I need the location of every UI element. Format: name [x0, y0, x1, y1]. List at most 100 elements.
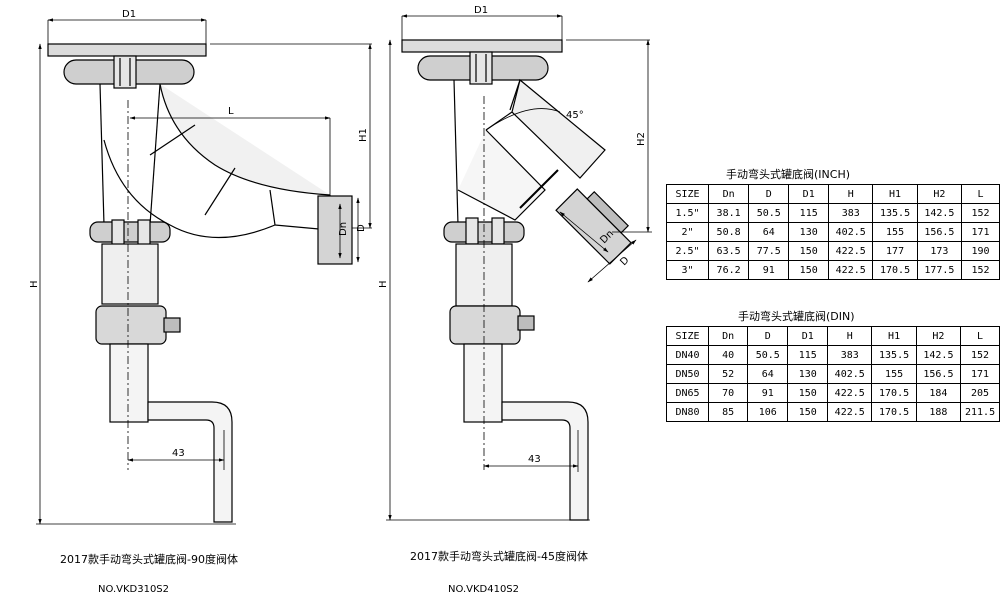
- table-cell: 150: [788, 260, 830, 280]
- table-cell: 1.5": [665, 203, 710, 223]
- table-cell: 115: [788, 203, 830, 223]
- table-cell: 150: [787, 383, 829, 403]
- table-cell: 383: [828, 203, 874, 223]
- valve-45-branch: [511, 78, 606, 179]
- valve-45-outlet: [555, 188, 632, 265]
- table-cell: 40: [708, 345, 749, 365]
- dim-d-90: D: [356, 224, 367, 232]
- table-header-cell: D1: [788, 184, 830, 204]
- table-inch-title: 手动弯头式罐底阀(INCH): [726, 168, 851, 181]
- table-cell: 422.5: [827, 383, 873, 403]
- table-cell: 173: [916, 241, 963, 261]
- table-cell: 64: [748, 222, 790, 242]
- table-header-cell: D: [747, 326, 789, 346]
- table-cell: 130: [787, 364, 829, 384]
- table-cell: 171: [961, 222, 1000, 242]
- table-din-title: 手动弯头式罐底阀(DIN): [738, 310, 855, 323]
- table-header-cell: D: [748, 184, 790, 204]
- table-cell: 155: [871, 364, 917, 384]
- table-cell: 63.5: [708, 241, 750, 261]
- table-cell: 156.5: [915, 364, 962, 384]
- model-45: NO.VKD410S2: [448, 584, 520, 595]
- dim-offset-45: 43: [528, 454, 541, 465]
- table-cell: 130: [788, 222, 830, 242]
- table-cell: 170.5: [871, 383, 917, 403]
- table-cell: 402.5: [827, 364, 873, 384]
- table-cell: 383: [827, 345, 873, 365]
- table-cell: 155: [872, 222, 918, 242]
- table-cell: 2.5": [665, 241, 710, 261]
- table-cell: 106: [747, 402, 789, 422]
- dim-d1-45: D1: [474, 5, 488, 16]
- table-header-cell: H: [827, 326, 873, 346]
- table-cell: 150: [788, 241, 830, 261]
- dim-d1-90: D1: [122, 9, 136, 20]
- table-cell: 76.2: [708, 260, 750, 280]
- table-header-cell: H2: [916, 184, 963, 204]
- table-cell: 177.5: [916, 260, 963, 280]
- valve-45-flange: [401, 39, 563, 53]
- table-cell: 142.5: [916, 203, 963, 223]
- table-cell: 402.5: [828, 222, 874, 242]
- table-cell: 38.1: [708, 203, 750, 223]
- table-cell: 422.5: [828, 241, 874, 261]
- dim-h2-45: H2: [636, 132, 647, 146]
- table-cell: 70: [708, 383, 749, 403]
- dim-h1-90: H1: [358, 128, 369, 142]
- table-cell: 50.5: [747, 345, 789, 365]
- table-cell: 211.5: [960, 402, 1000, 422]
- dim-offset-90: 43: [172, 448, 185, 459]
- valve-90-elbow: [159, 83, 331, 196]
- table-cell: 177: [872, 241, 918, 261]
- table-header-cell: H1: [872, 184, 918, 204]
- table-cell: 152: [961, 203, 1000, 223]
- table-header-cell: H2: [915, 326, 962, 346]
- table-cell: DN50: [665, 364, 710, 384]
- dim-h-45: H: [378, 280, 389, 288]
- table-header-cell: H1: [871, 326, 917, 346]
- valve-90-drawing: [47, 43, 353, 523]
- table-cell: 171: [960, 364, 1000, 384]
- table-cell: 3": [665, 260, 710, 280]
- table-cell: 152: [960, 345, 1000, 365]
- table-cell: 422.5: [827, 402, 873, 422]
- table-cell: DN65: [665, 383, 710, 403]
- valve-90-handle: [147, 401, 233, 523]
- table-cell: 184: [915, 383, 962, 403]
- table-cell: 50.8: [708, 222, 750, 242]
- table-cell: 91: [747, 383, 789, 403]
- table-cell: 422.5: [828, 260, 874, 280]
- table-header-cell: L: [960, 326, 1000, 346]
- table-cell: DN40: [665, 345, 710, 365]
- dim-dn-90: Dn: [338, 222, 349, 236]
- table-cell: 152: [961, 260, 1000, 280]
- table-header-cell: Dn: [708, 184, 750, 204]
- table-header-cell: L: [961, 184, 1000, 204]
- table-cell: 50.5: [748, 203, 790, 223]
- table-cell: 170.5: [872, 260, 918, 280]
- dim-h-90: H: [29, 280, 40, 288]
- table-cell: 64: [747, 364, 789, 384]
- valve-90-flange: [47, 43, 207, 57]
- valve-90-outlet: [317, 195, 353, 265]
- table-cell: 170.5: [871, 402, 917, 422]
- table-cell: 190: [961, 241, 1000, 261]
- table-header-cell: SIZE: [665, 184, 710, 204]
- table-cell: 77.5: [748, 241, 790, 261]
- table-cell: 150: [787, 402, 829, 422]
- valve-45-handle: [501, 401, 589, 521]
- valve-90-actuator: [95, 305, 167, 345]
- table-cell: 135.5: [872, 203, 918, 223]
- table-cell: 142.5: [915, 345, 962, 365]
- table-cell: 85: [708, 402, 749, 422]
- table-header-cell: H: [828, 184, 874, 204]
